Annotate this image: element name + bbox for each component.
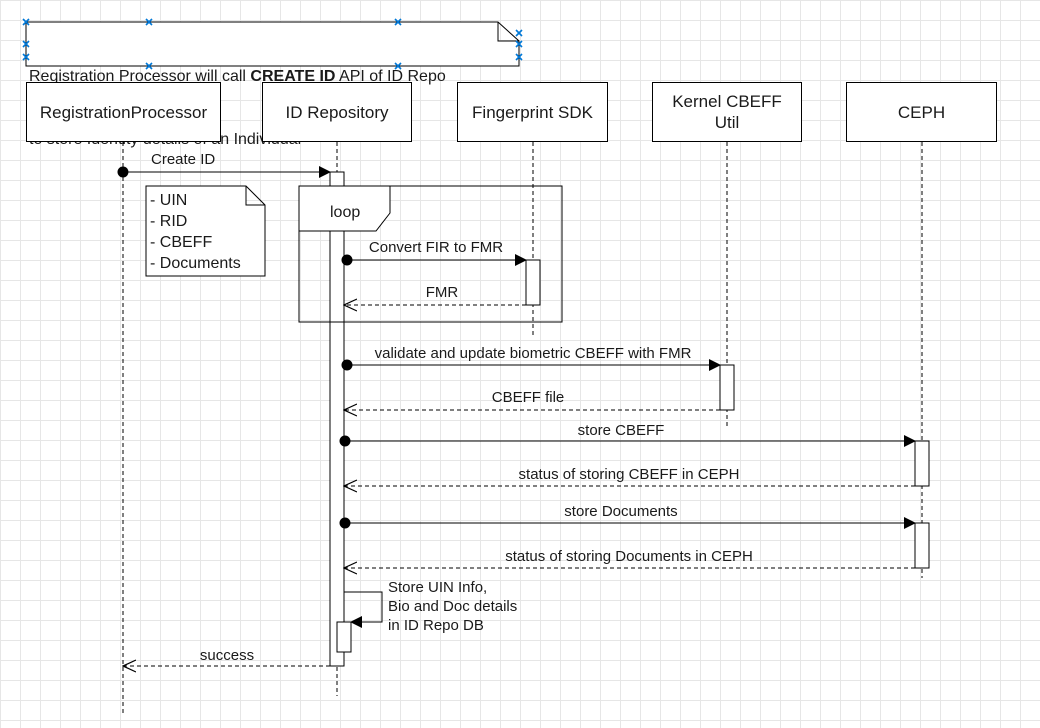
message-label-convert-fir: Convert FIR to FMR	[368, 239, 504, 256]
message-start-dot	[339, 435, 351, 447]
note-line: - Documents	[150, 255, 241, 272]
message-label-success: success	[199, 647, 255, 664]
selection-handle[interactable]	[145, 18, 153, 26]
selection-handle[interactable]	[394, 62, 402, 70]
loop-label: loop	[330, 204, 361, 221]
self-message-text: Store UIN Info, Bio and Doc details in I…	[388, 578, 517, 635]
message-start-dot	[117, 166, 129, 178]
activation-id-repository[interactable]	[329, 171, 345, 667]
create-id-note-shape[interactable]	[145, 185, 266, 277]
message-label-cbeff-file: CBEFF file	[491, 389, 565, 406]
self-message-line: in ID Repo DB	[388, 617, 484, 634]
message-label-store-documents: store Documents	[564, 503, 678, 520]
participant-fingerprint-sdk[interactable]: Fingerprint SDK	[457, 82, 608, 142]
participant-id-repository[interactable]: ID Repository	[262, 82, 412, 142]
selection-handle[interactable]	[22, 53, 30, 61]
participant-registration-processor[interactable]: RegistrationProcessor	[26, 82, 221, 142]
message-label-status-cbeff: status of storing CBEFF in CEPH	[518, 466, 740, 483]
message-label-store-cbeff: store CBEFF	[577, 422, 665, 439]
selection-handle[interactable]	[22, 40, 30, 48]
activation-id-repository-self[interactable]	[336, 621, 352, 653]
message-start-dot	[339, 517, 351, 529]
participant-kernel-cbeff-util[interactable]: Kernel CBEFF Util	[652, 82, 802, 142]
loop-fragment[interactable]	[298, 185, 563, 323]
message-start-dot	[341, 359, 353, 371]
message-label-create-id: Create ID	[151, 151, 216, 168]
note-line: - CBEFF	[150, 234, 213, 251]
message-label-status-documents: status of storing Documents in CEPH	[505, 548, 753, 565]
note-line: - RID	[150, 213, 188, 230]
messages	[117, 166, 916, 667]
note-line: - UIN	[150, 192, 188, 209]
activation-ceph-store-documents[interactable]	[914, 522, 930, 569]
message-start-dot	[341, 254, 353, 266]
selection-handle[interactable]	[515, 53, 523, 61]
selection-handle[interactable]	[145, 62, 153, 70]
activation-kernel-cbeff-util[interactable]	[719, 364, 735, 411]
self-message-line: Bio and Doc details	[388, 598, 518, 615]
selection-handles	[22, 18, 523, 70]
selection-handle[interactable]	[515, 29, 523, 37]
loop-fragment-tab	[298, 185, 391, 232]
message-label-fmr: FMR	[425, 284, 459, 301]
activation-ceph-store-cbeff[interactable]	[914, 440, 930, 487]
self-message-line: Store UIN Info,	[388, 579, 488, 596]
create-id-note-text: - UIN - RID - CBEFF - Documents	[150, 190, 241, 274]
message-label-validate: validate and update biometric CBEFF with…	[374, 345, 692, 362]
selection-handle[interactable]	[22, 18, 30, 26]
participant-ceph[interactable]: CEPH	[846, 82, 997, 142]
title-note-shape[interactable]	[25, 21, 520, 67]
activation-fingerprint-sdk[interactable]	[525, 259, 541, 306]
self-message-arrow[interactable]	[344, 591, 383, 628]
selection-handle[interactable]	[515, 40, 523, 48]
selection-handle[interactable]	[394, 18, 402, 26]
